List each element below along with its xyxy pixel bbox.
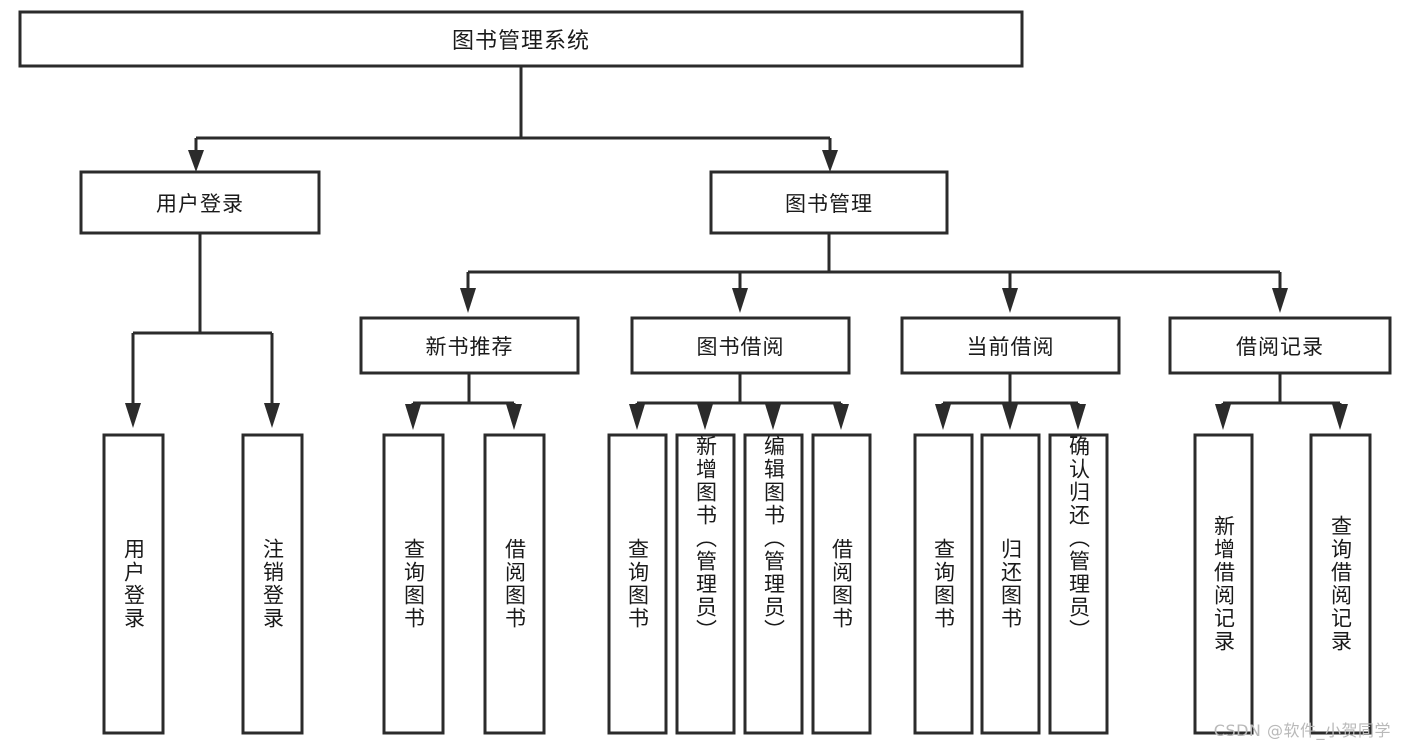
arrowhead-book-borrow: [732, 288, 748, 313]
arrowhead-leaf-borrow-book-1: [506, 404, 522, 430]
node-box-leaf-query-book-2[interactable]: [607, 433, 668, 735]
node-box-leaf-add-record[interactable]: [1193, 433, 1254, 735]
node-box-leaf-edit-book[interactable]: [743, 433, 804, 735]
node-box-leaf-user-login[interactable]: [102, 433, 165, 735]
node-box-root[interactable]: [18, 10, 1024, 68]
node-box-leaf-add-book[interactable]: [675, 433, 736, 735]
arrowhead-leaf-logout: [264, 403, 280, 428]
arrowhead-leaf-add-book: [697, 404, 713, 430]
node-box-leaf-query-book-3[interactable]: [913, 433, 974, 735]
node-box-new-book-recommend[interactable]: [359, 316, 580, 375]
arrowhead-user-login: [188, 150, 204, 172]
node-box-user-login[interactable]: [79, 170, 321, 235]
arrowhead-leaf-confirm-return: [1070, 404, 1086, 430]
node-box-borrow-record[interactable]: [1168, 316, 1392, 375]
arrowhead-leaf-user-login: [125, 403, 141, 428]
arrowhead-current-borrow: [1002, 288, 1018, 313]
arrowhead-new-book-recommend: [460, 288, 476, 313]
arrowhead-borrow-record: [1272, 288, 1288, 313]
node-box-leaf-query-book-1[interactable]: [382, 433, 445, 735]
arrowhead-leaf-edit-book: [765, 404, 781, 430]
node-box-book-borrow[interactable]: [630, 316, 851, 375]
node-box-leaf-return-book[interactable]: [980, 433, 1041, 735]
node-box-leaf-query-record[interactable]: [1309, 433, 1372, 735]
arrowhead-leaf-return-book: [1002, 404, 1018, 430]
arrowhead-leaf-add-record: [1215, 404, 1231, 430]
arrowhead-leaf-query-book-3: [935, 404, 951, 430]
node-box-leaf-logout[interactable]: [241, 433, 304, 735]
arrowhead-book-manage: [822, 150, 838, 172]
node-box-current-borrow[interactable]: [900, 316, 1121, 375]
node-box-leaf-confirm-return[interactable]: [1048, 433, 1109, 735]
node-box-leaf-borrow-book-2[interactable]: [811, 433, 872, 735]
arrowhead-leaf-borrow-book-2: [833, 404, 849, 430]
arrowhead-leaf-query-book-1: [405, 404, 421, 430]
node-box-book-manage[interactable]: [709, 170, 949, 235]
node-box-leaf-borrow-book-1[interactable]: [483, 433, 546, 735]
arrowhead-leaf-query-book-2: [629, 404, 645, 430]
csdn-watermark: CSDN @软件_小贺同学: [1213, 721, 1391, 740]
arrowhead-leaf-query-record: [1332, 404, 1348, 430]
node-layer: [18, 10, 1392, 735]
connector-layer: [125, 66, 1348, 430]
